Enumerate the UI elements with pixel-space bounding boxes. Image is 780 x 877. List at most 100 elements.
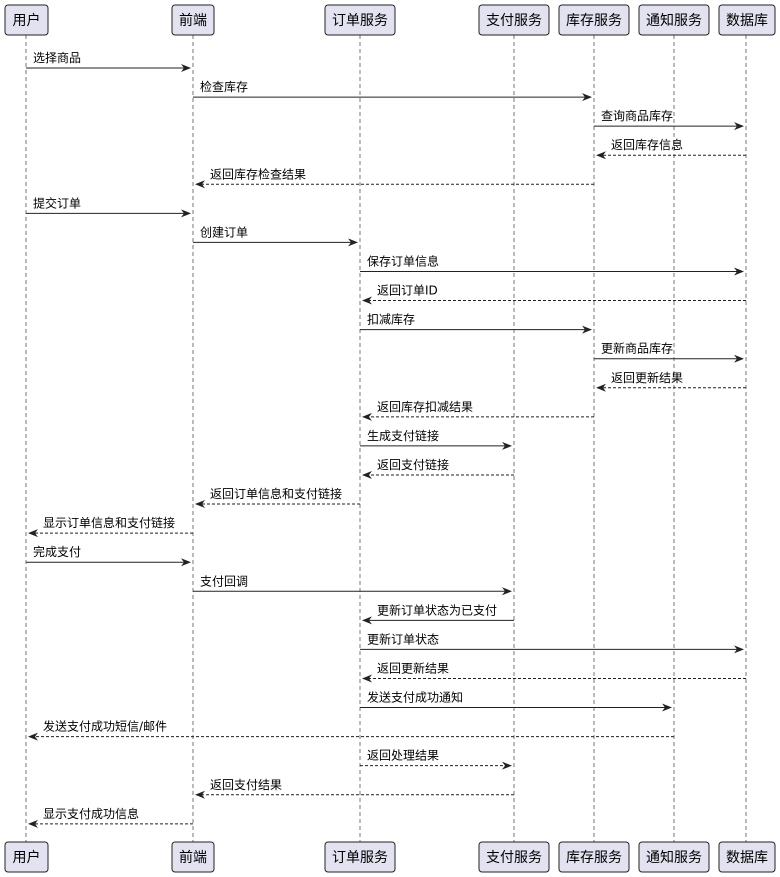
message-label: 返回支付结果 — [210, 778, 282, 792]
message-2: 检查库存 — [193, 79, 592, 102]
arrowhead — [502, 587, 512, 596]
participant-label: 前端 — [179, 849, 207, 866]
participant-label: 支付服务 — [486, 850, 542, 866]
arrowhead — [195, 790, 205, 799]
participant-inventory-bottom: 库存服务 — [558, 841, 630, 873]
participant-inventory-top: 库存服务 — [558, 4, 630, 36]
participant-box — [478, 4, 550, 36]
message-14: 生成支付链接 — [360, 428, 512, 450]
message-label: 显示订单信息和支付链接 — [43, 515, 175, 530]
arrowhead — [362, 470, 372, 479]
arrowhead — [362, 296, 372, 305]
message-label: 发送支付成功短信/邮件 — [43, 719, 167, 734]
participant-frontend-bottom: 前端 — [171, 841, 215, 873]
message-label: 返回库存扣减结果 — [377, 399, 473, 414]
message-label: 创建订单 — [200, 225, 248, 239]
participant-box — [638, 841, 710, 873]
arrowhead — [362, 412, 372, 421]
message-3: 查询商品库存 — [594, 108, 744, 131]
participant-label: 订单服务 — [332, 850, 388, 866]
message-label: 扣减库存 — [367, 312, 415, 327]
participant-label: 用户 — [13, 849, 41, 866]
arrowhead — [195, 500, 205, 509]
message-24: 发送支付成功短信/邮件 — [28, 719, 674, 741]
message-13: 返回库存扣减结果 — [362, 399, 594, 421]
message-22: 返回更新结果 — [362, 660, 746, 683]
arrowhead — [582, 325, 592, 334]
participant-label: 支付服务 — [486, 13, 542, 29]
participant-box — [324, 841, 396, 873]
arrowhead — [502, 441, 512, 450]
arrowhead — [734, 354, 744, 363]
arrowhead — [28, 529, 38, 538]
participant-payment-bottom: 支付服务 — [478, 841, 550, 873]
participant-label: 库存服务 — [566, 13, 622, 29]
message-label: 提交订单 — [33, 195, 81, 210]
message-label: 返回处理结果 — [367, 749, 439, 763]
arrowhead — [181, 209, 191, 218]
arrowhead — [181, 64, 191, 72]
message-label: 支付回调 — [200, 574, 248, 588]
message-27: 显示支付成功信息 — [28, 806, 193, 828]
arrowhead — [181, 558, 191, 567]
arrowhead — [596, 383, 606, 392]
participant-label: 通知服务 — [646, 849, 702, 866]
participant-order-top: 订单服务 — [324, 4, 396, 36]
arrowhead — [582, 93, 592, 102]
participant-label: 数据库 — [726, 13, 768, 29]
message-9: 返回订单ID — [362, 284, 746, 305]
message-label: 返回更新结果 — [377, 660, 449, 675]
message-label: 生成支付链接 — [367, 428, 439, 443]
message-label: 返回订单信息和支付链接 — [210, 486, 342, 501]
message-label: 查询商品库存 — [601, 108, 673, 123]
arrowhead — [348, 238, 358, 247]
arrowhead — [734, 645, 744, 654]
message-label: 显示支付成功信息 — [43, 806, 139, 821]
message-19: 支付回调 — [193, 574, 512, 596]
message-label: 更新订单状态 — [367, 631, 439, 646]
message-7: 创建订单 — [193, 225, 358, 247]
message-label: 发送支付成功通知 — [367, 690, 463, 705]
message-label: 更新订单状态为已支付 — [377, 602, 497, 617]
participant-label: 订单服务 — [332, 13, 388, 29]
participant-box — [718, 841, 776, 873]
message-label: 返回支付链接 — [377, 457, 449, 472]
participant-box — [171, 4, 215, 36]
message-label: 保存订单信息 — [367, 253, 439, 268]
participant-label: 用户 — [13, 12, 41, 29]
arrowhead — [734, 267, 744, 276]
participant-notify-bottom: 通知服务 — [638, 841, 710, 873]
message-4: 返回库存信息 — [596, 137, 746, 160]
message-26: 返回支付结果 — [195, 778, 514, 799]
message-17: 显示订单信息和支付链接 — [28, 515, 193, 538]
message-10: 扣减库存 — [360, 312, 592, 334]
message-12: 返回更新结果 — [596, 370, 746, 392]
message-6: 提交订单 — [26, 195, 191, 218]
message-1: 选择商品 — [26, 50, 191, 72]
message-18: 完成支付 — [26, 544, 191, 567]
arrowhead — [195, 180, 205, 189]
message-label: 返回库存信息 — [611, 137, 683, 152]
message-21: 更新订单状态 — [360, 631, 744, 654]
message-16: 返回订单信息和支付链接 — [195, 486, 360, 509]
message-5: 返回库存检查结果 — [195, 166, 594, 189]
message-15: 返回支付链接 — [362, 457, 514, 479]
participant-box — [171, 841, 215, 873]
participant-db-top: 数据库 — [718, 4, 776, 36]
participant-box — [558, 4, 630, 36]
participant-db-bottom: 数据库 — [718, 841, 776, 873]
arrowhead — [28, 819, 38, 828]
message-label: 完成支付 — [33, 544, 81, 559]
message-label: 返回订单ID — [377, 284, 438, 298]
message-label: 检查库存 — [200, 79, 248, 94]
message-label: 更新商品库存 — [601, 341, 673, 356]
message-11: 更新商品库存 — [594, 341, 744, 363]
message-23: 发送支付成功通知 — [360, 690, 672, 712]
participant-box — [638, 4, 710, 36]
participant-box — [478, 841, 550, 873]
participant-box — [4, 4, 49, 36]
participant-box — [558, 841, 630, 873]
participant-user-top: 用户 — [4, 4, 49, 36]
participant-label: 通知服务 — [646, 12, 702, 29]
arrowhead — [502, 761, 512, 770]
